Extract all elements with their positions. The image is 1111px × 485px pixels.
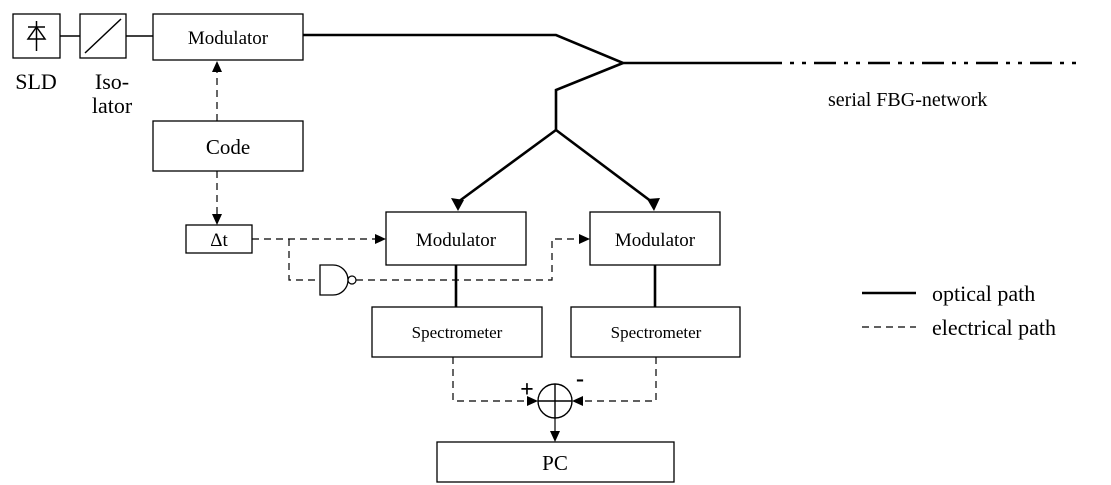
delay-box (185, 224, 253, 254)
spectrometer-left-label: Spectrometer (412, 323, 503, 342)
electrical-spectrometer-left-to-summer (452, 357, 528, 402)
arrowhead-summer-right (572, 396, 583, 406)
modulator-left-box (385, 211, 527, 266)
arrowhead-modulator-left (451, 198, 464, 211)
delay-block: Δt (185, 224, 253, 254)
pc-block: PC (436, 441, 675, 483)
modulator-right-box (589, 211, 721, 266)
arrowhead-source-modulator (212, 61, 222, 72)
source-modulator-label: Modulator (188, 28, 269, 49)
network-label: serial FBG-network (828, 89, 987, 111)
isolator-slash-icon (84, 18, 122, 54)
source-modulator-box (152, 13, 304, 61)
summer-plus-sign: + (520, 377, 534, 403)
isolator-block: Iso- lator (79, 13, 133, 118)
electrical-delay-to-inverter (288, 239, 320, 281)
spectrometer-right-box (570, 306, 741, 358)
sld-block: SLD (12, 13, 61, 94)
electrical-inverter-to-modulator-right (356, 238, 580, 281)
modulator-right-label: Modulator (615, 230, 696, 251)
summing-junction-icon (537, 383, 573, 419)
optical-branch-right (555, 128, 653, 204)
summer-minus-sign: - (576, 366, 584, 392)
diode-icon (26, 21, 47, 51)
legend-electrical-label: electrical path (932, 315, 1056, 340)
modulator-right: Modulator (589, 211, 721, 266)
code-label: Code (206, 135, 250, 159)
arrowhead-summer-left (527, 396, 538, 406)
arrowhead-delay (212, 214, 222, 225)
sld-label: SLD (15, 69, 57, 94)
pc-box (436, 441, 675, 483)
modulator-left-label: Modulator (416, 230, 497, 251)
isolator-label-line1: Iso- (95, 69, 129, 94)
delay-label: Δt (210, 230, 228, 251)
arrowhead-pc (550, 431, 560, 442)
spectrometer-left-box (371, 306, 543, 358)
arrowhead-modulator-right (647, 198, 660, 211)
source-modulator: Modulator (152, 13, 304, 61)
spectrometer-left: Spectrometer (371, 306, 543, 358)
code-box (152, 120, 304, 172)
optical-branch-left (457, 128, 557, 204)
electrical-spectrometer-right-to-summer (582, 357, 657, 402)
optical-branch-down (554, 61, 624, 130)
nand-gate-icon (319, 264, 357, 296)
arrowhead-modulator-left-electrical (375, 234, 386, 244)
legend: optical path electrical path (862, 281, 1056, 340)
spectrometer-right: Spectrometer (570, 306, 741, 358)
modulator-left: Modulator (385, 211, 527, 266)
pc-label: PC (542, 451, 568, 475)
code-block: Code (152, 120, 304, 172)
spectrometer-right-label: Spectrometer (611, 323, 702, 342)
legend-optical-label: optical path (932, 281, 1035, 306)
optical-path-to-network (303, 33, 760, 65)
arrowhead-modulator-right-electrical (579, 234, 590, 244)
isolator-label-line2: lator (92, 93, 133, 118)
